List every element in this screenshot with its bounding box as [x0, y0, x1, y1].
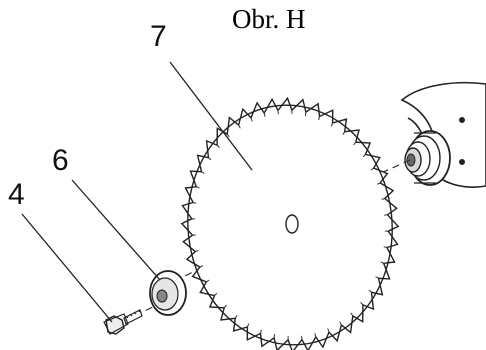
leader-line-washer: [71, 179, 161, 281]
leader-line-blade: [169, 61, 253, 171]
leader-line-bolt: [21, 213, 113, 323]
blade-arbor-hole: [285, 214, 299, 234]
flange-washer: [149, 270, 187, 316]
label-bolt: 4: [8, 178, 25, 211]
label-blade: 7: [150, 20, 167, 53]
label-washer: 6: [52, 144, 69, 177]
figure-title: Obr. H: [232, 4, 306, 34]
blade-gullets: [191, 110, 389, 340]
blade-body-edge: [187, 104, 393, 346]
saw-blade: [180, 96, 400, 350]
leader-lines: [21, 61, 253, 323]
spindle-flange: [404, 130, 451, 186]
bolt: [103, 309, 143, 335]
